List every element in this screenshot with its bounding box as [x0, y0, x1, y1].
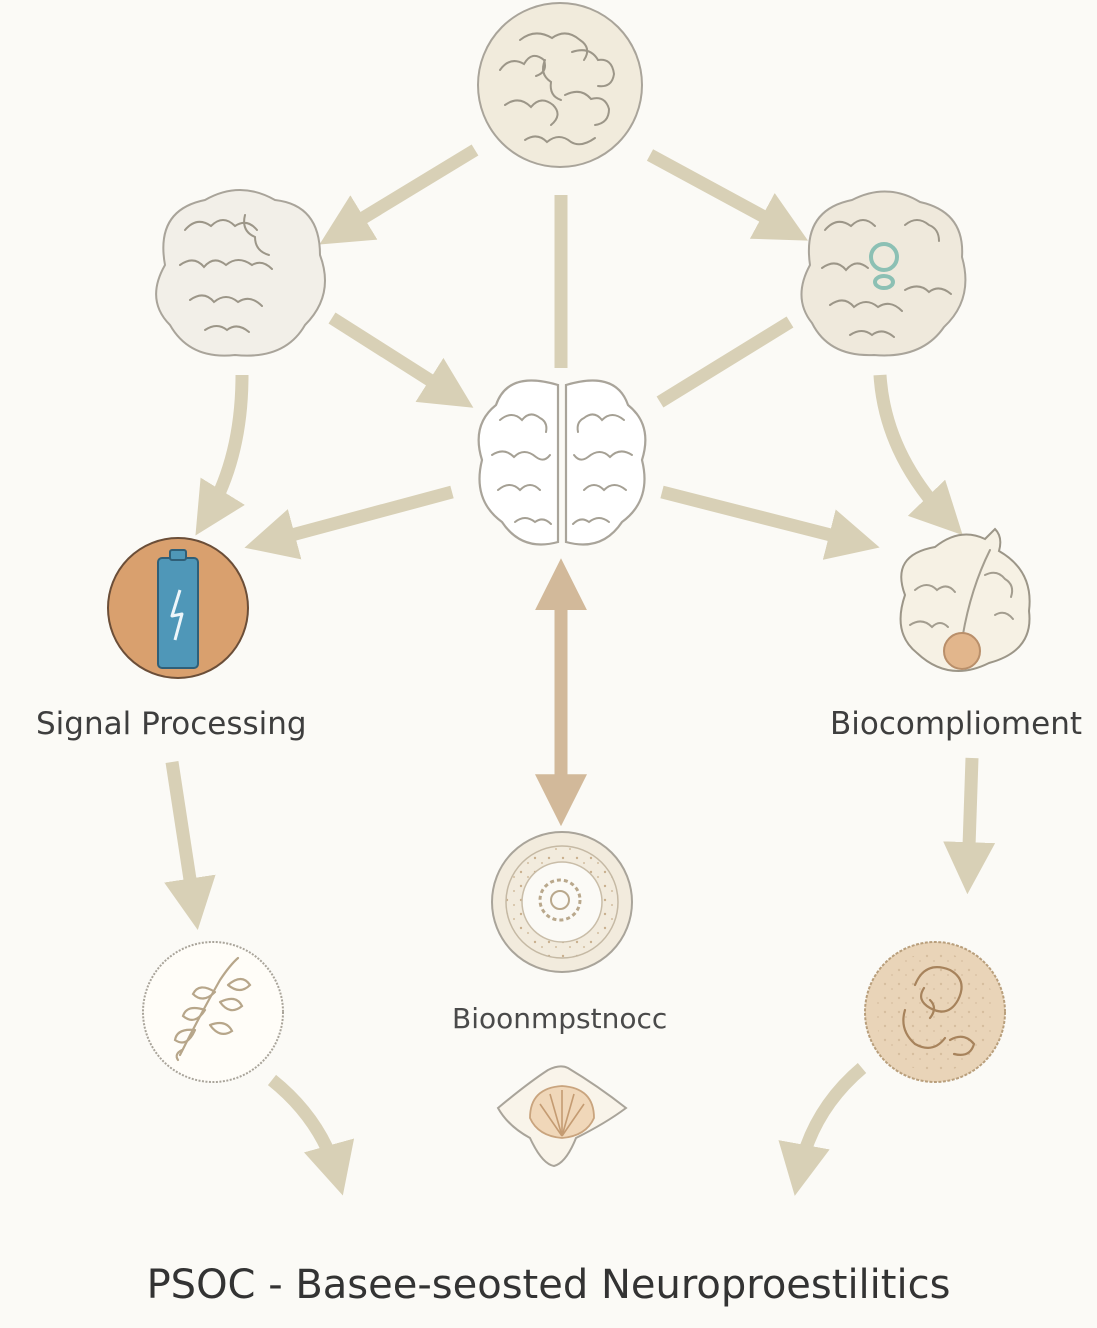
arrow-center-to-battery: [262, 492, 452, 543]
arrow-signal-to-plant: [172, 762, 195, 912]
right-brain-icon: [801, 191, 965, 355]
center-brain-icon: [479, 381, 646, 545]
arrow-left-to-battery: [205, 375, 242, 520]
arrow-top-to-right: [650, 155, 792, 232]
arrow-biocomp-to-tissue: [968, 758, 972, 876]
diagram-title: PSOC - Basee-seosted Neuroproestilitics: [0, 1262, 1097, 1308]
plant-icon: [143, 942, 283, 1082]
arrow-right-to-organ: [880, 375, 950, 522]
arrow-tissue-to-bottom: [798, 1068, 862, 1178]
arrow-left-to-center: [332, 318, 458, 398]
organ-icon: [901, 529, 1030, 671]
arrow-center-to-organ: [662, 492, 862, 543]
arrow-plant-to-bottom: [272, 1080, 338, 1178]
signal-processing-label: Signal Processing: [36, 706, 307, 742]
top-brain-icon: [478, 3, 642, 167]
cell-icon: [492, 832, 632, 972]
left-brain-icon: [156, 190, 325, 356]
bioimpedance-label: Bioonmpstnocc: [452, 1002, 667, 1035]
tissue-icon: [865, 942, 1005, 1082]
shell-icon: [498, 1066, 626, 1166]
biocompliment-label: Biocomplioment: [830, 706, 1082, 742]
arrow-right-to-center: [660, 322, 790, 402]
arrow-top-to-left: [335, 150, 475, 235]
battery-icon: [108, 538, 248, 678]
